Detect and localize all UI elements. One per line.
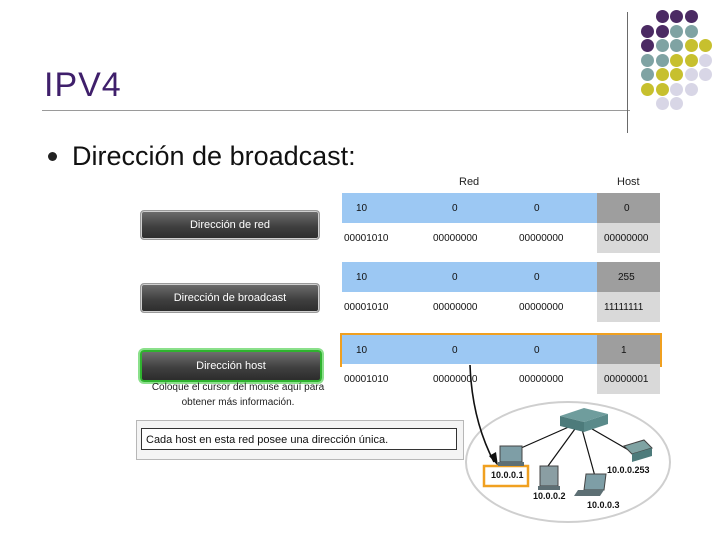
- decorative-dot: [670, 53, 683, 67]
- decorative-dot: [655, 39, 669, 52]
- host-cell-bg: [597, 364, 660, 394]
- decorative-dot: [684, 53, 698, 67]
- table-row-network-decimal: 10 0 0 0: [342, 193, 660, 223]
- decorative-dot: [641, 24, 654, 38]
- table-cell: 00001010: [344, 232, 389, 244]
- decorative-dot: [641, 39, 654, 52]
- header-host: Host: [617, 176, 640, 188]
- host-cell-bg: [597, 335, 660, 365]
- decorative-dot: [699, 39, 712, 52]
- host-label-2: 10.0.0.2: [533, 491, 566, 501]
- table-cell: 0: [452, 202, 458, 214]
- decorative-dot: [699, 53, 712, 67]
- table-row-network-binary: 00001010 00000000 00000000 00000000: [342, 223, 660, 253]
- title-divider: [42, 110, 630, 111]
- table-cell: 00000000: [519, 301, 564, 313]
- table-cell: 255: [618, 271, 635, 283]
- host-cell-bg: [597, 292, 660, 322]
- table-row-broadcast-decimal: 10 0 0 255: [342, 262, 660, 292]
- table-cell: 00000000: [433, 301, 478, 313]
- table-cell: 10: [356, 202, 368, 214]
- decorative-dot: [655, 68, 669, 81]
- table-cell: 00001010: [344, 301, 389, 313]
- table-cell: 00001010: [344, 373, 389, 385]
- table-cell: 00000000: [433, 373, 478, 385]
- host-cell-bg: [597, 193, 660, 223]
- header-red: Red: [459, 176, 480, 188]
- table-cell: 10: [356, 344, 368, 356]
- table-cell: 0: [534, 202, 540, 214]
- info-box: Cada host en esta red posee una direcció…: [136, 420, 464, 460]
- broadcast-address-button[interactable]: Dirección de broadcast: [140, 283, 320, 313]
- host-label-3: 10.0.0.3: [587, 500, 620, 510]
- info-text: Cada host en esta red posee una direcció…: [141, 428, 457, 450]
- table-cell: 0: [452, 344, 458, 356]
- decorative-dot: [670, 24, 683, 38]
- decorative-dot: [641, 68, 654, 81]
- slide-title: IPV4: [44, 66, 122, 104]
- host-cell-bg: [597, 262, 660, 292]
- table-cell: 00000000: [604, 232, 649, 244]
- computer-icon: [498, 445, 524, 466]
- decorative-dot: [655, 82, 669, 96]
- table-cell: 00000000: [433, 232, 478, 244]
- arrow-head: [489, 452, 498, 466]
- network-cloud: [465, 401, 671, 523]
- host-address-button[interactable]: Dirección host: [140, 350, 322, 382]
- table-cell: 0: [624, 202, 630, 214]
- host-label-1: 10.0.0.1: [491, 470, 524, 480]
- host-label-4: 10.0.0.253: [607, 465, 650, 475]
- table-cell: 10: [356, 271, 368, 283]
- decorative-dot: [655, 10, 669, 23]
- table-cell: 1: [621, 344, 627, 356]
- bullet-icon: [48, 152, 57, 161]
- decorative-dot: [655, 53, 669, 67]
- table-cell: 00000000: [519, 373, 564, 385]
- decorative-dot: [670, 68, 683, 81]
- host-cell-bg: [597, 223, 660, 253]
- table-row-broadcast-binary: 00001010 00000000 00000000 11111111: [342, 292, 660, 322]
- decorative-dot: [655, 97, 669, 110]
- table-cell: 0: [534, 344, 540, 356]
- switch-icon: [560, 408, 608, 432]
- decorative-dot: [670, 39, 683, 52]
- pointer-arrow: [469, 364, 495, 463]
- decorative-dot: [684, 10, 698, 23]
- decorative-dot: [641, 82, 654, 96]
- laptop-icon: [574, 473, 607, 496]
- decorative-dot: [684, 68, 698, 81]
- decorative-dot: [684, 39, 698, 52]
- table-cell: 11111111: [604, 301, 644, 313]
- hover-hint: Coloque el cursor del mouse aquí para ob…: [151, 382, 325, 408]
- computer-icon: [538, 465, 560, 490]
- table-cell: 0: [452, 271, 458, 283]
- vertical-divider: [627, 12, 628, 133]
- decorative-dot: [670, 97, 683, 110]
- table-cell: 00000001: [604, 373, 649, 385]
- decorative-dot: [641, 53, 654, 67]
- computer-icon: [623, 439, 653, 462]
- decorative-dot: [655, 24, 669, 38]
- decorative-dot: [684, 24, 698, 38]
- table-cell: 0: [534, 271, 540, 283]
- table-cell: 00000000: [519, 232, 564, 244]
- network-address-button[interactable]: Dirección de red: [140, 210, 320, 240]
- decorative-dot: [684, 82, 698, 96]
- decorative-dot: [670, 82, 683, 96]
- decorative-dot: [699, 68, 712, 81]
- table-row-host-decimal: 10 0 0 1: [340, 333, 662, 367]
- bullet-text: Dirección de broadcast:: [72, 141, 356, 171]
- table-row-host-binary: 00001010 00000000 00000000 00000001: [342, 364, 660, 394]
- decorative-dot: [670, 10, 683, 23]
